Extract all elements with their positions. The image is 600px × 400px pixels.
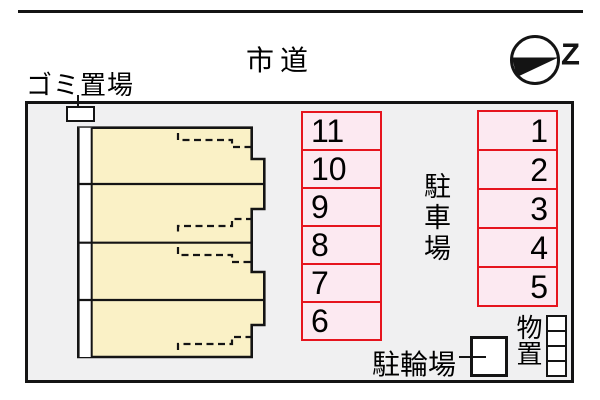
- compass-letter: Z: [561, 37, 580, 72]
- storage-cell: [546, 360, 567, 377]
- bicycle-parking-box: [470, 336, 508, 377]
- bicycle-leader-line: [459, 356, 486, 358]
- parking-space: 2: [477, 149, 558, 190]
- garbage-area-label: ゴミ置場: [26, 70, 135, 100]
- parking-space: 10: [301, 149, 382, 189]
- storage-cell-row: [546, 315, 567, 377]
- parking-space: 4: [477, 227, 558, 268]
- building-footprint: [76, 126, 266, 359]
- garbage-leader-line: [77, 95, 79, 108]
- road-edge-line: [18, 10, 583, 13]
- parking-space: 9: [301, 187, 382, 227]
- parking-space: 7: [301, 263, 382, 303]
- balcony-dashed-line: [176, 217, 252, 232]
- storage-label: 物置: [513, 314, 543, 366]
- parking-space: 1: [477, 110, 558, 151]
- parking-area-label: 駐車場: [420, 172, 450, 265]
- balcony-dashed-line: [176, 133, 252, 149]
- parking-space: 3: [477, 188, 558, 229]
- parking-space: 8: [301, 225, 382, 265]
- parking-space: 11: [301, 111, 382, 151]
- parking-space: 6: [301, 301, 382, 341]
- balcony-dashed-line: [176, 247, 252, 264]
- parking-space: 5: [477, 266, 558, 307]
- bicycle-parking-label: 駐輪場: [372, 349, 457, 380]
- balcony-dashed-line: [176, 335, 252, 350]
- compass-north-icon: Z: [510, 35, 580, 85]
- garbage-bin-box: [66, 106, 95, 122]
- road-label: 市道: [246, 45, 315, 76]
